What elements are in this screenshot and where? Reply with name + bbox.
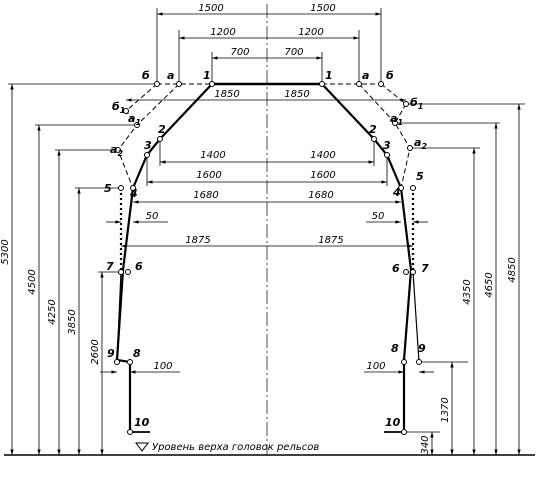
label-2-left: 2 bbox=[158, 123, 166, 136]
dim-4250: 4250 bbox=[47, 299, 58, 324]
dim-1500-left: 1500 bbox=[198, 3, 223, 14]
dim-4350: 4350 bbox=[462, 279, 473, 304]
horizontal-dimension-texts: 1500 1500 1200 1200 700 700 1850 1850 14… bbox=[146, 3, 386, 372]
label-5-left: 5 bbox=[104, 182, 112, 195]
label-b1-right: б1 bbox=[410, 96, 423, 111]
label-6-left: 6 bbox=[135, 260, 143, 273]
dim-1600-right: 1600 bbox=[310, 170, 335, 181]
label-a-left: а bbox=[167, 69, 174, 82]
dim-700-right: 700 bbox=[284, 47, 303, 58]
dim-1680-right: 1680 bbox=[308, 190, 333, 201]
label-b-left: б bbox=[142, 69, 150, 82]
label-1-left: 1 bbox=[203, 69, 211, 82]
rail-level-caption: Уровень верха головок рельсов bbox=[152, 442, 319, 453]
label-2-right: 2 bbox=[369, 123, 377, 136]
dim-3850: 3850 bbox=[67, 309, 78, 334]
label-9-right: 9 bbox=[418, 342, 426, 355]
label-b-right: б bbox=[386, 69, 394, 82]
horizontal-dimension-lines bbox=[100, 8, 434, 374]
dim-1600-left: 1600 bbox=[196, 170, 221, 181]
dim-5300: 5300 bbox=[0, 239, 11, 264]
label-6-right: 6 bbox=[392, 262, 400, 275]
label-8-right: 8 bbox=[391, 342, 399, 355]
label-8-left: 8 bbox=[133, 347, 141, 360]
dim-1400-right: 1400 bbox=[310, 150, 335, 161]
dim-700-left: 700 bbox=[230, 47, 249, 58]
vertical-dimension-lines bbox=[8, 83, 525, 455]
dim-1875-left: 1875 bbox=[185, 235, 210, 246]
dim-50-left: 50 bbox=[146, 211, 159, 222]
dim-1370: 1370 bbox=[440, 397, 451, 422]
dim-1875-right: 1875 bbox=[318, 235, 343, 246]
label-10-right: 10 bbox=[385, 416, 401, 429]
vertical-dimension-texts: 5300 4500 4250 3850 2600 4350 4650 4850 … bbox=[0, 239, 518, 454]
label-9-left: 9 bbox=[107, 347, 115, 360]
dim-1850-right: 1850 bbox=[284, 89, 309, 100]
label-10-left: 10 bbox=[134, 416, 150, 429]
label-a-right: а bbox=[362, 69, 369, 82]
label-3-left: 3 bbox=[144, 139, 152, 152]
label-b1-left: б1 bbox=[112, 100, 125, 115]
point-labels: 1 1 б а а б б1 б1 а1 а1 а2 а2 2 2 3 3 5 … bbox=[104, 69, 429, 429]
label-a1-left: а1 bbox=[128, 112, 141, 127]
label-1-right: 1 bbox=[325, 69, 333, 82]
dim-1200-left: 1200 bbox=[210, 27, 235, 38]
label-4-left: 4 bbox=[129, 187, 138, 200]
label-5-right: 5 bbox=[416, 170, 424, 183]
dim-4500: 4500 bbox=[27, 269, 38, 294]
dim-1400-left: 1400 bbox=[200, 150, 225, 161]
dim-2600: 2600 bbox=[90, 339, 101, 364]
label-a1-right: а1 bbox=[390, 112, 403, 127]
label-a2-right: а2 bbox=[414, 136, 427, 151]
label-3-right: 3 bbox=[383, 139, 391, 152]
dim-1680-left: 1680 bbox=[193, 190, 218, 201]
rail-level-triangle-icon bbox=[135, 442, 149, 452]
dim-340: 340 bbox=[420, 435, 431, 454]
label-7-right: 7 bbox=[421, 262, 429, 275]
label-a2-left: а2 bbox=[110, 143, 123, 158]
dim-1500-right: 1500 bbox=[310, 3, 335, 14]
dim-100-left: 100 bbox=[153, 361, 172, 372]
label-7-left: 7 bbox=[106, 260, 114, 273]
dim-4850: 4850 bbox=[507, 257, 518, 282]
dim-1200-right: 1200 bbox=[298, 27, 323, 38]
dim-4650: 4650 bbox=[484, 272, 495, 297]
dim-100-right: 100 bbox=[366, 361, 385, 372]
dim-50-right: 50 bbox=[372, 211, 385, 222]
dim-1850-left: 1850 bbox=[214, 89, 239, 100]
label-4-right: 4 bbox=[392, 186, 401, 199]
